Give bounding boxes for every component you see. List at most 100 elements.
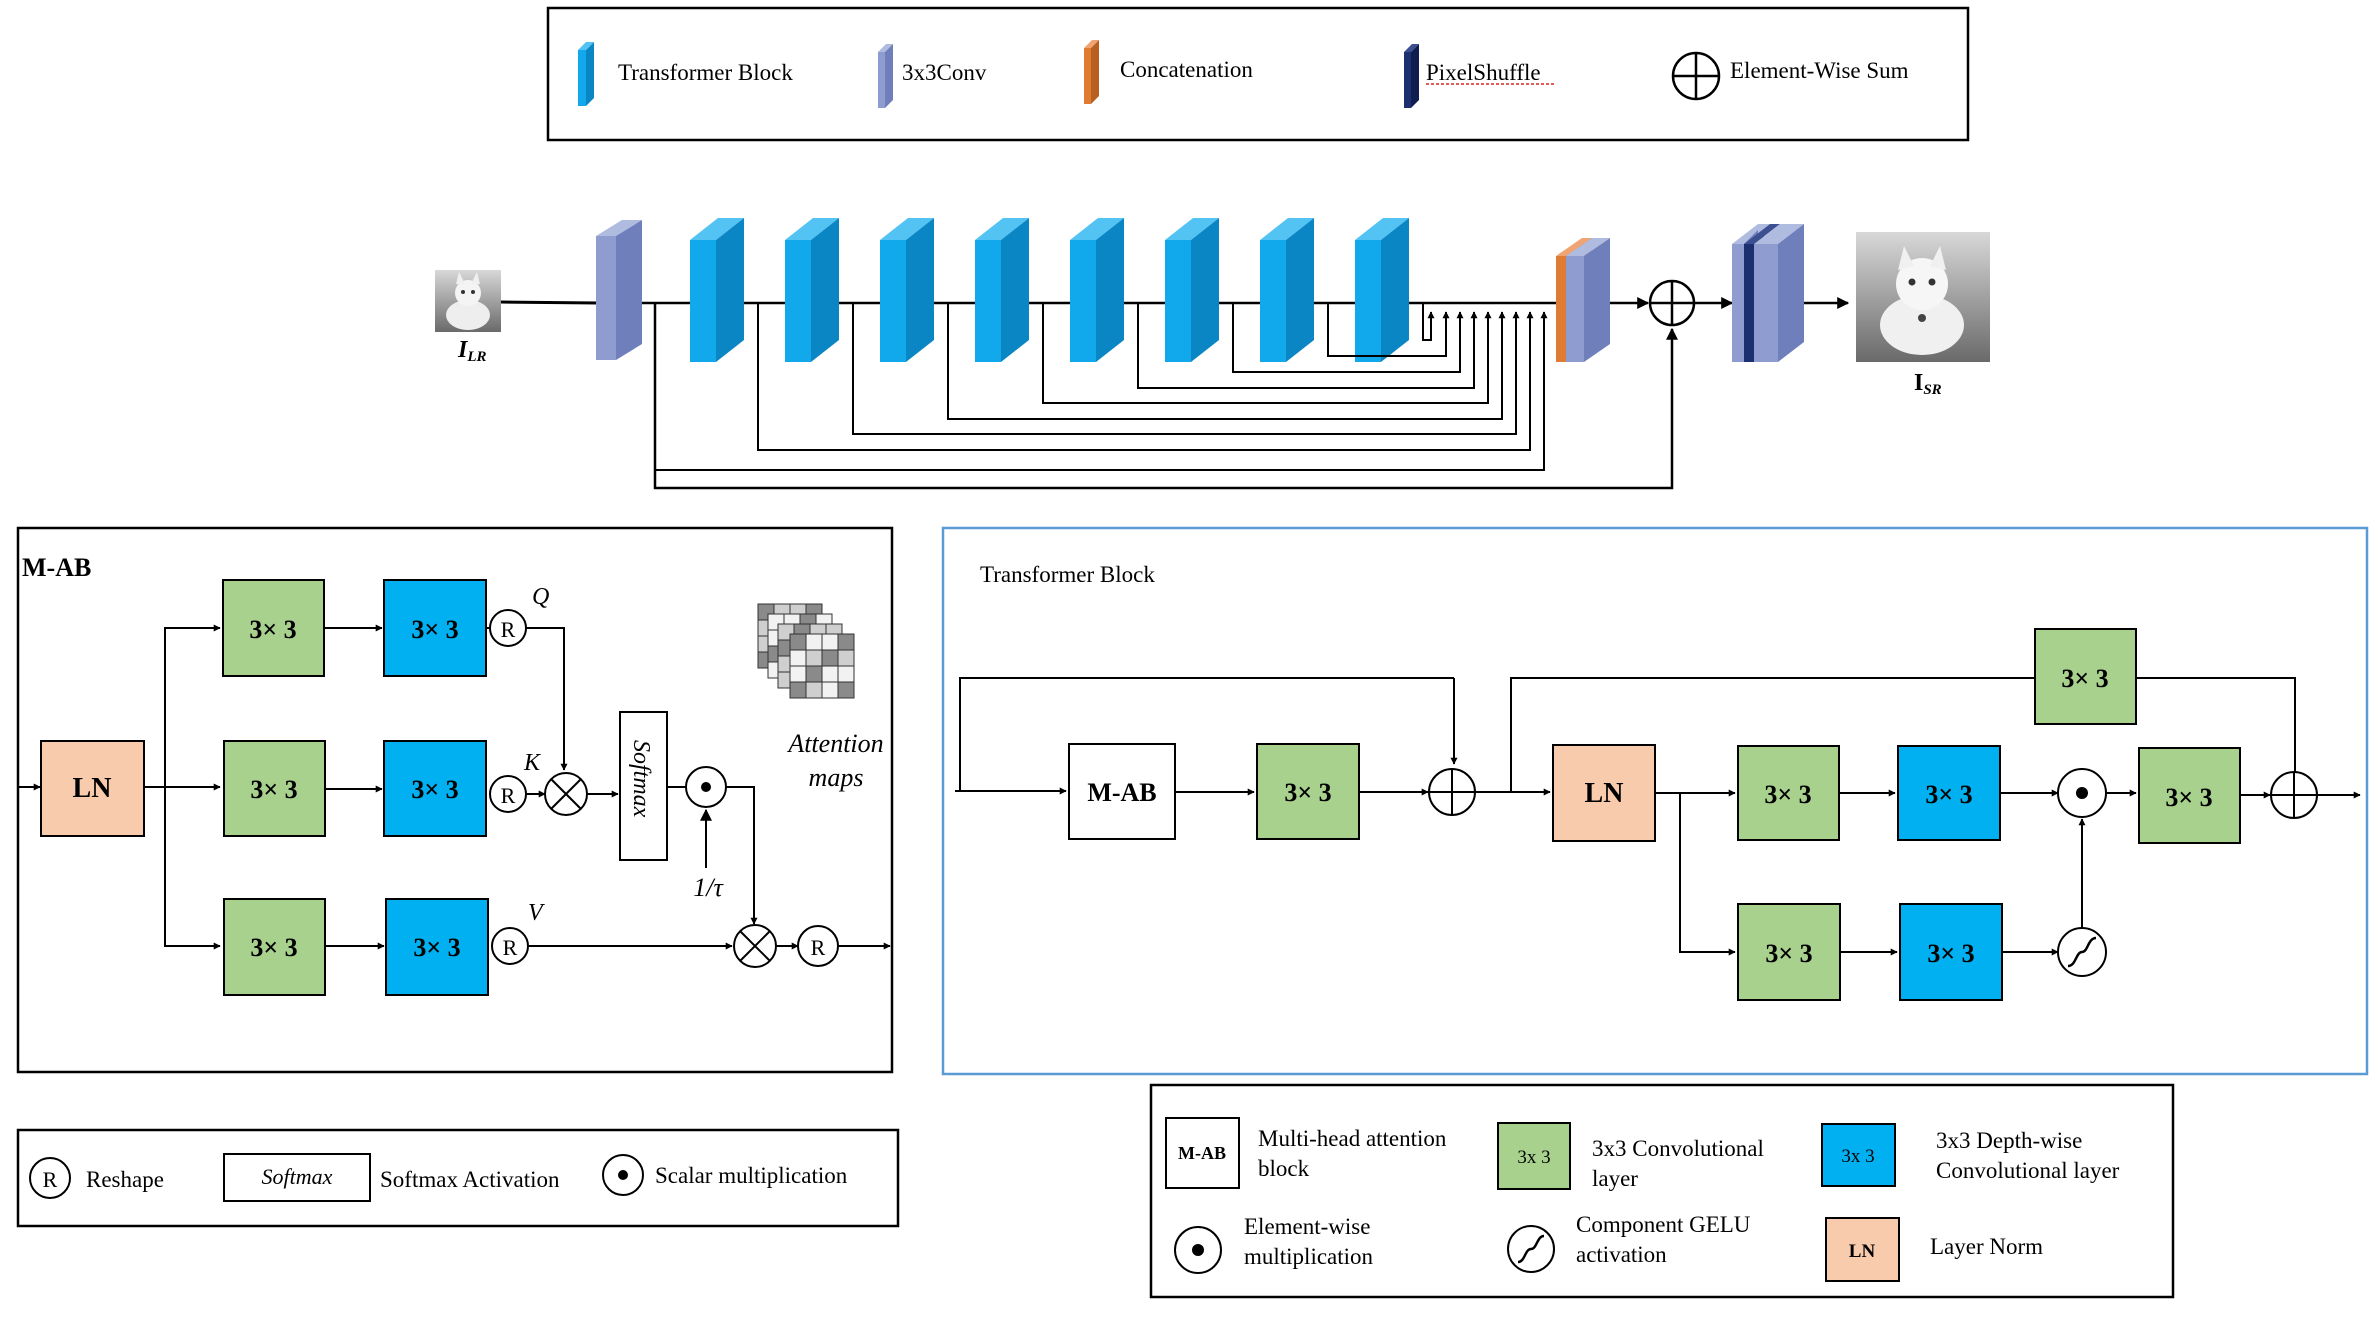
tb-ln-box <box>1552 744 1656 842</box>
skip-line-6 <box>1232 303 1464 373</box>
k-reshape-label: R <box>501 783 516 808</box>
transformer-block-4 <box>975 218 1070 362</box>
tb-gelu-icon <box>2057 927 2107 977</box>
tau-label: 1/τ <box>693 873 724 902</box>
tb-ln-label: LN <box>1585 778 1624 809</box>
legend-dw-text-2: Convolutional layer <box>1936 1158 2120 1183</box>
q-conv-label: 3× 3 <box>249 615 296 644</box>
skip-line-8 <box>1422 303 1435 341</box>
legend-sum-icon <box>1671 51 1721 101</box>
tb-top-dwconv-box <box>1897 745 2001 841</box>
legend-mab-text-1: Multi-head attention <box>1258 1126 1447 1151</box>
top-legend-frame <box>546 6 1970 142</box>
transformer-block-7 <box>1260 218 1355 362</box>
tb-final-conv-label: 3× 3 <box>2165 783 2212 812</box>
legend-reshape-icon <box>29 1157 71 1199</box>
upsample-blocks <box>1732 224 1804 362</box>
scalar-to-mul <box>726 786 758 925</box>
tb-res-conv-box <box>2034 628 2137 725</box>
transformer-block-1 <box>690 218 785 362</box>
transformer-block-8 <box>1355 218 1556 362</box>
attention-label-2: maps <box>809 763 864 792</box>
skip-line-1 <box>757 303 1534 451</box>
transformer-block-6 <box>1165 218 1260 362</box>
skip-line-5 <box>1137 303 1478 389</box>
legend-softmax-box <box>223 1153 371 1202</box>
tb-ew-mul-icon <box>2057 768 2107 818</box>
legend-reshape-label: Reshape <box>86 1167 164 1192</box>
tb-conv1-box <box>1256 743 1360 840</box>
global-residual-line <box>653 303 1678 490</box>
k-label: K <box>523 750 542 776</box>
tb-sum2-icon <box>2270 771 2318 819</box>
q-conv-box <box>222 579 325 677</box>
skip-line-4 <box>1042 303 1492 404</box>
q-dwconv-label: 3× 3 <box>411 615 458 644</box>
transformer-block-3 <box>880 218 975 362</box>
v-conv-label: 3× 3 <box>250 933 297 962</box>
legend-gelu-text-2: activation <box>1576 1242 1667 1267</box>
tblock-legend: M-AB Multi-head attention block 3x 3 3x3… <box>1149 1083 2175 1299</box>
softmax-label: Softmax <box>628 740 654 818</box>
tb-final-conv-box <box>2138 747 2241 844</box>
q-label: Q <box>532 584 549 610</box>
legend-dw-text-1: 3x3 Depth-wise <box>1936 1128 2082 1153</box>
legend-ln-text: Layer Norm <box>1930 1234 2043 1259</box>
input-label: ILR <box>457 337 487 365</box>
legend-conv-text-1: 3x3 Convolutional <box>1592 1136 1764 1161</box>
legend-conv-box <box>1497 1122 1571 1190</box>
scalar-mul-icon <box>685 766 727 808</box>
ln-to-conv-bottom <box>1679 793 1736 956</box>
legend-pixelshuffle-icon <box>1404 44 1419 108</box>
legend-pixelshuffle-label: PixelShuffle <box>1426 60 1541 85</box>
tb-mab-box <box>1068 743 1176 840</box>
tblock-panel: Transformer Block M-AB 3× 3 3× 3 LN 3× 3… <box>941 526 2369 1076</box>
qk-matmul-icon <box>544 772 588 816</box>
legend-dw-box <box>1821 1123 1896 1187</box>
main-line-in <box>500 300 599 305</box>
skip-line-2 <box>852 303 1520 435</box>
tb-bot-dwconv-box <box>1899 903 2003 1001</box>
input-image <box>435 270 501 332</box>
branch-q-line <box>164 624 221 787</box>
post-concat-conv-block <box>1566 238 1610 362</box>
legend-reshape-symbol: R <box>43 1167 58 1192</box>
attention-grid-4 <box>789 633 855 699</box>
legend-conv-text-2: layer <box>1592 1166 1638 1191</box>
legend-ew-text-1: Element-wise <box>1244 1214 1370 1239</box>
first-conv-block <box>596 220 642 360</box>
top-legend: Transformer Block 3x3Conv Concatenation … <box>546 6 1970 142</box>
mab-legend-frame <box>16 1128 900 1228</box>
skip-line-3 <box>947 303 1506 420</box>
mab-ln-box <box>40 740 145 837</box>
v-dwconv-box <box>385 898 489 996</box>
legend-mab-text-2: block <box>1258 1156 1310 1181</box>
attention-label-1: Attention <box>786 729 883 758</box>
mab-panel: M-AB LN 3× 3 3× 3 R Q 3× 3 3× 3 R K <box>16 526 894 1074</box>
legend-transformer-block-icon <box>578 42 594 106</box>
legend-mab-box <box>1165 1117 1240 1189</box>
legend-conv-icon <box>878 44 893 108</box>
legend-concat-icon <box>1084 40 1099 104</box>
tb-top-conv-label: 3× 3 <box>1764 780 1811 809</box>
tblock-title: Transformer Block <box>980 562 1155 587</box>
tb-bot-dwconv-label: 3× 3 <box>1927 939 1974 968</box>
legend-dw-box-label: 3x 3 <box>1841 1146 1874 1167</box>
softmax-box <box>619 711 668 861</box>
output-image <box>1856 232 1990 362</box>
branch-v-line <box>164 787 221 950</box>
v-label: V <box>528 900 545 926</box>
tb-legend-frame <box>1149 1083 2175 1299</box>
k-conv-box <box>223 740 326 837</box>
transformer-block-2 <box>785 218 880 362</box>
legend-sum-label: Element-Wise Sum <box>1730 58 1909 83</box>
k-dwconv-box <box>383 740 487 837</box>
legend-conv-label: 3x3Conv <box>902 60 987 85</box>
legend-mab-box-label: M-AB <box>1178 1143 1226 1163</box>
av-matmul-icon <box>733 924 777 968</box>
tb-res-conv-label: 3× 3 <box>2061 664 2108 693</box>
v-reshape-label: R <box>503 935 518 960</box>
pipeline: ILR <box>435 218 1990 490</box>
mab-ln-label: LN <box>73 773 112 804</box>
k-dwconv-label: 3× 3 <box>411 775 458 804</box>
